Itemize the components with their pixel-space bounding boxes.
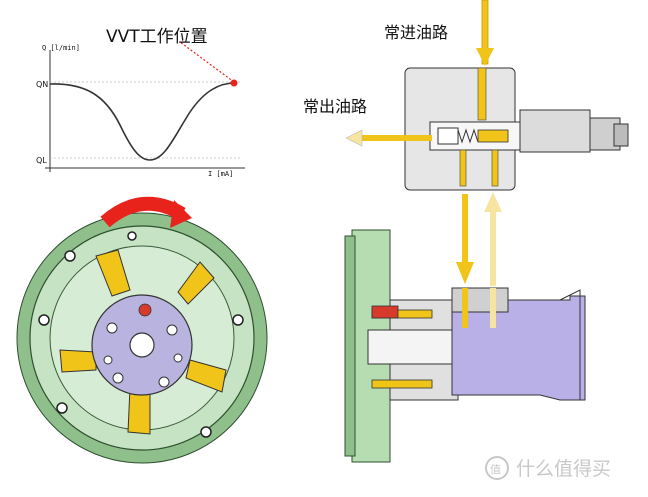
x-axis-label: I [mA] <box>208 170 233 178</box>
inlet-oil-path-label: 常进油路 <box>384 23 448 42</box>
supply-to-phaser-head <box>456 262 474 284</box>
leader-line <box>179 41 235 83</box>
vvt-phaser <box>16 196 268 464</box>
site-watermark: 值 什么值得买 <box>485 456 611 480</box>
center-bore <box>129 332 155 358</box>
vane-right <box>185 359 227 393</box>
rotor-bolts <box>103 322 183 388</box>
oil-control-valve: 常进油路 常出油路 <box>303 0 629 286</box>
spool-spring <box>457 128 479 144</box>
solenoid-housing <box>519 109 591 153</box>
supply-to-phaser-shaft <box>462 194 468 274</box>
phaser-cross-section <box>344 229 586 463</box>
lock-pin-section <box>371 305 399 319</box>
port-a <box>459 149 467 187</box>
vvt-position-label: VVT工作位置 <box>106 27 208 47</box>
connector-plug <box>613 123 629 147</box>
supply-port-section <box>462 288 468 328</box>
vane-top-right <box>177 261 215 305</box>
bearing-cap <box>451 287 509 313</box>
watermark-logo <box>485 456 509 480</box>
sprocket-flange <box>344 235 356 457</box>
vane-top-left <box>95 249 131 297</box>
watermark-logo-glyph: 值 <box>490 463 501 476</box>
inlet-arrow-head <box>476 48 494 66</box>
rotation-arrow-head <box>170 200 192 228</box>
characteristic-curve <box>49 82 236 161</box>
lock-pin <box>138 303 152 317</box>
housing-bolts <box>38 231 244 438</box>
flow-current-chart: Q [l/min] I [mA] QN QL VVT工作位置 <box>36 27 245 178</box>
return-port-section <box>490 288 496 328</box>
inlet-passage <box>477 67 487 121</box>
camshaft-body <box>451 295 586 401</box>
spool-end <box>437 127 459 145</box>
vane-left <box>59 349 97 373</box>
operating-point-dot <box>230 79 238 87</box>
outlet-arrow-head <box>345 129 363 147</box>
return-from-phaser-shaft <box>490 206 496 286</box>
oil-chamber-vanes <box>59 249 227 435</box>
y-tick-ql: QL <box>36 156 47 165</box>
y-tick-qn: QN <box>36 80 48 89</box>
spool-land <box>477 129 509 143</box>
outlet-oil-path-label: 常出油路 <box>303 97 367 116</box>
camshaft-flange-edge <box>559 289 581 400</box>
port-b <box>491 149 499 187</box>
y-axis-label: Q [l/min] <box>42 44 80 52</box>
oil-gallery-bottom <box>371 379 433 389</box>
watermark-text: 什么值得买 <box>516 458 611 480</box>
return-from-phaser-head <box>484 192 502 212</box>
